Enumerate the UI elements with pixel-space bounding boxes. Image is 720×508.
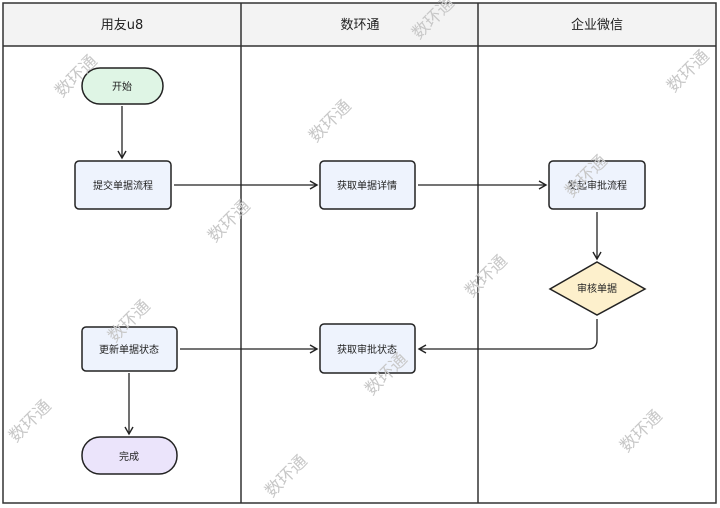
node-label: 审核单据 bbox=[577, 282, 617, 295]
node-label: 发起审批流程 bbox=[567, 179, 627, 192]
lane-title-shuhuantong: 数环通 bbox=[340, 18, 379, 33]
node-label: 提交单据流程 bbox=[93, 179, 153, 192]
lane-header-band bbox=[3, 3, 716, 46]
node-start[interactable] bbox=[81, 67, 164, 105]
node-review[interactable] bbox=[548, 261, 647, 316]
node-fetch-status[interactable] bbox=[319, 323, 416, 374]
node-launch-approval[interactable] bbox=[548, 160, 646, 210]
node-label: 完成 bbox=[119, 450, 139, 463]
node-label: 更新单据状态 bbox=[99, 343, 159, 356]
node-done[interactable] bbox=[81, 436, 178, 475]
lane-title-wecom: 企业微信 bbox=[571, 17, 623, 33]
watermark: 数环通 bbox=[305, 96, 355, 146]
node-submit[interactable] bbox=[74, 160, 172, 210]
node-label: 开始 bbox=[112, 80, 132, 93]
node-label: 获取审批状态 bbox=[337, 343, 397, 356]
watermark: 数环通 bbox=[663, 46, 713, 96]
node-label: 获取单据详情 bbox=[337, 179, 397, 192]
watermark: 数环通 bbox=[204, 196, 254, 246]
node-fetch-detail[interactable] bbox=[319, 160, 416, 210]
node-update-status[interactable] bbox=[81, 326, 178, 372]
watermark: 数环通 bbox=[5, 396, 55, 446]
lane-title-yonyou: 用友u8 bbox=[101, 17, 144, 33]
edge-review-fetch-status bbox=[417, 319, 598, 354]
watermark: 数环通 bbox=[261, 451, 311, 501]
watermark: 数环通 bbox=[461, 251, 511, 301]
watermark: 数环通 bbox=[616, 406, 666, 456]
